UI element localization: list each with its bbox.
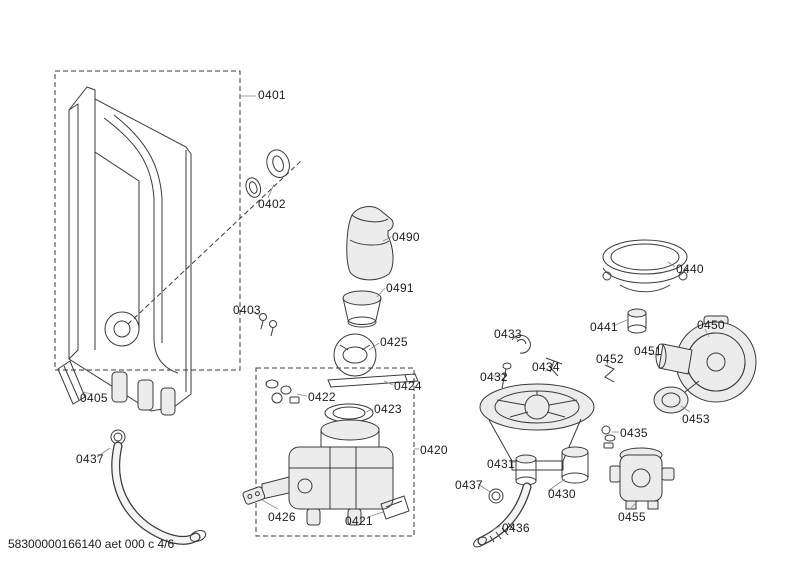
part-label-0440-21: 0440 [676,262,704,276]
part-label-0424-6: 0424 [394,379,422,393]
screws-0403 [259,313,277,337]
small-parts-0435 [601,425,616,449]
bar-0424 [327,373,419,388]
assembly-boxes [54,70,415,537]
plug-0491 [342,290,382,328]
hose-0436 [473,482,532,548]
part-label-0425-5: 0425 [380,335,408,349]
part-label-0435-26: 0435 [620,426,648,440]
sump-assembly [479,383,595,471]
part-label-0421-13: 0421 [345,514,373,528]
part-label-0434-15: 0434 [532,360,560,374]
clip-0433 [511,334,531,354]
part-label-0402-1: 0402 [258,197,286,211]
part-label-0451-24: 0451 [634,344,662,358]
seal-rings-0402 [245,149,290,198]
cylinder-0431 [515,454,537,486]
part-label-0426-12: 0426 [268,510,296,524]
motor-0450 [675,315,757,403]
part-label-0430-20: 0430 [548,487,576,501]
clip-0452 [604,364,615,383]
part-label-0450-23: 0450 [697,318,725,332]
part-label-0431-17: 0431 [487,457,515,471]
cap-0425 [333,333,377,377]
side-panel-part [68,86,192,412]
part-label-0436-19: 0436 [502,521,530,535]
seal-ring-0437 [488,488,504,504]
fitting-0426 [242,486,266,505]
drain-hose-left-0437 [110,429,207,545]
part-label-0423-8: 0423 [374,402,402,416]
part-0405 [57,360,86,405]
cylinder-0430 [561,446,589,484]
part-label-0420-11: 0420 [420,443,448,457]
panel-feet [111,371,176,416]
part-label-0453-27: 0453 [682,412,710,426]
part-label-0403-4: 0403 [233,303,261,317]
drain-pump-0455 [609,447,675,510]
cylinder-0441 [627,308,647,334]
part-label-0432-16: 0432 [480,370,508,384]
heat-pump-0420 [261,419,394,526]
bracket-0421 [380,495,410,520]
part-label-0441-22: 0441 [590,320,618,334]
part-label-0452-25: 0452 [596,352,624,366]
part-label-0491-3: 0491 [386,281,414,295]
part-label-0437-18: 0437 [455,478,483,492]
leader-lines [81,95,710,531]
document-code: 58300000166140 aet 000 c 4/6 [8,537,175,551]
water-pocket-0490 [346,206,394,281]
part-label-0455-28: 0455 [618,510,646,524]
part-label-0490-2: 0490 [392,230,420,244]
part-label-0433-14: 0433 [494,327,522,341]
ring-assembly-0440 [602,239,688,293]
gasket-kit-0422 [265,379,300,404]
part-label-0437-10: 0437 [76,452,104,466]
part-label-0405-9: 0405 [80,391,108,405]
outlet-0453 [653,380,700,414]
part-label-0401-0: 0401 [258,88,286,102]
part-label-0422-7: 0422 [308,390,336,404]
screw-0432 [501,362,512,389]
funnel-0451 [655,343,693,375]
ring-0423 [324,403,374,423]
